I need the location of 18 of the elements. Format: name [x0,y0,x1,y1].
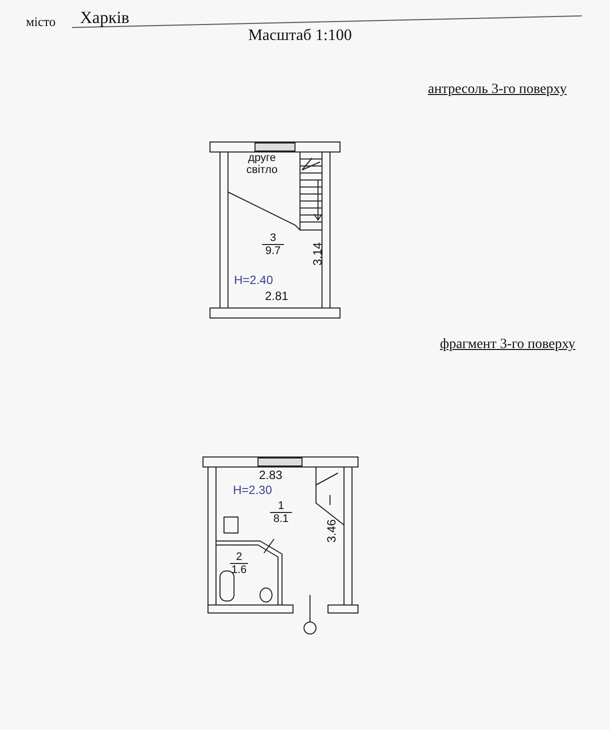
room-number: 2 [230,551,248,564]
room-area: 1.6 [226,564,252,576]
dimension-label: 3.46 [324,519,339,543]
ceiling-height: H=2.30 [233,483,272,497]
dimension-label: 2.81 [265,289,288,303]
room-label: друге світло [232,152,292,176]
dimension-label: 3.14 [310,242,325,266]
city-name: Харків [80,8,130,28]
scale-title: Масштаб 1:100 [247,27,353,45]
room-number: 1 [270,500,292,513]
dimension-label: 2.83 [259,468,282,482]
room-area: 8.1 [266,513,296,525]
floor-title: антресоль 3-го поверху [428,82,567,98]
floor-title: фрагмент 3-го поверху [440,337,576,353]
field-label: місто [26,14,56,30]
ceiling-height: H=2.40 [234,273,274,287]
room-number: 3 [262,232,284,245]
room-area: 9.7 [258,245,288,257]
